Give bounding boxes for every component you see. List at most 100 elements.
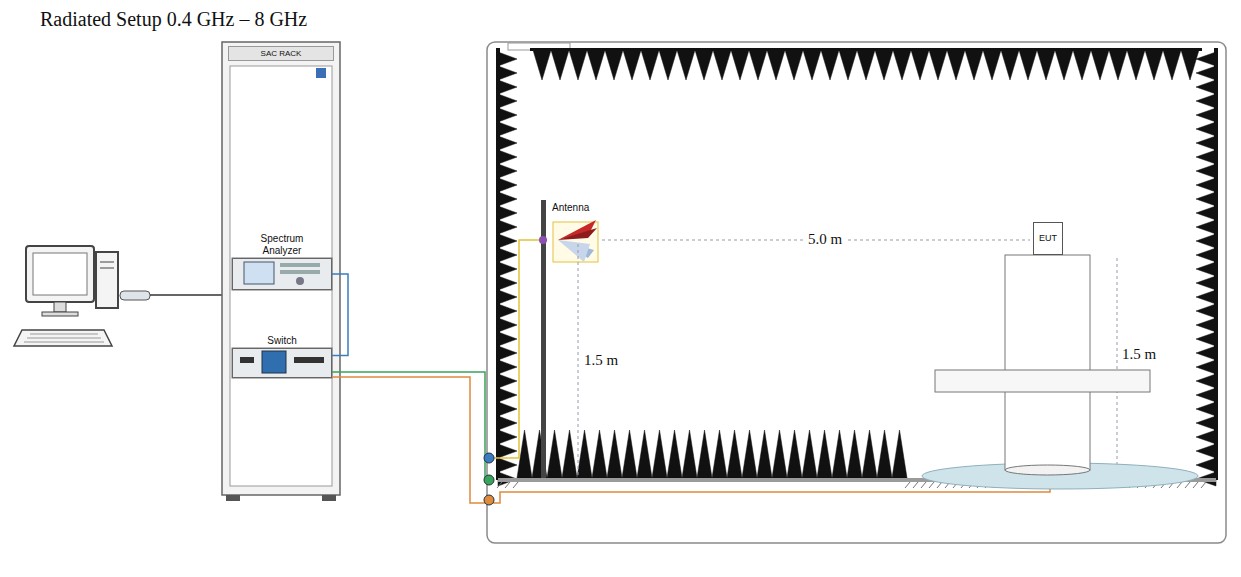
absorber-cone [551,50,569,80]
drive-slot [100,268,114,269]
absorber-base [1214,48,1218,480]
absorber-cone [1073,50,1091,80]
absorber-cone [498,402,517,416]
switch-port [294,357,324,363]
monitor [26,246,94,302]
absorber-cone [767,50,785,80]
absorber-base [496,48,500,480]
absorber-cone [749,50,767,80]
absorber-cone [817,430,832,478]
absorber-cone [1001,50,1019,80]
absorber-cone [569,50,587,80]
absorber-cone [731,50,749,80]
absorber-cone [637,430,652,478]
absorber-cone [1055,50,1073,80]
bulkhead-connector [484,495,494,505]
absorber-cone [787,430,802,478]
absorber-cone [1037,50,1055,80]
hatch-stroke [929,482,934,488]
absorber-cone [498,374,517,388]
absorber-cone [929,50,947,80]
absorber-cone [1196,122,1216,136]
rack [222,42,340,501]
distance-dimension: 5.0 m [805,231,845,248]
hatch-stroke [497,482,502,488]
absorber-cone [1196,276,1216,290]
switch-panel [232,348,332,378]
absorber-cone [498,164,517,178]
absorber-cone [1196,94,1216,108]
absorber-cone [1196,332,1216,346]
control-cable [332,377,1050,503]
absorber-cone [498,346,517,360]
absorber-cone [498,248,517,262]
antenna-element [558,228,597,240]
absorber-cone [547,430,562,478]
absorber-cone [587,50,605,80]
hatch-stroke [921,482,926,488]
absorber-cone [892,430,907,478]
absorber-cone [498,388,517,402]
absorber-base [530,48,1202,51]
absorber-cone [695,50,713,80]
absorber-cone [1196,52,1216,66]
monitor-base [42,312,78,316]
hatch-stroke [513,482,518,488]
absorber-cone [821,50,839,80]
absorber-cone [622,430,637,478]
absorber-cone [697,430,712,478]
absorber-cone [498,304,517,318]
absorber-cone [1196,80,1216,94]
absorber-cone [757,430,772,478]
absorber-cone [607,430,622,478]
turntable [922,463,1198,489]
antenna-label: Antenna [552,202,589,213]
absorber-cone [498,234,517,248]
absorber-cone [875,50,893,80]
absorber-cone [1196,234,1216,248]
diagram-title: Radiated Setup 0.4 GHz – 8 GHz [40,8,307,31]
absorber-cone [498,178,517,192]
absorber-cone [1196,388,1216,402]
absorber-cone [652,430,667,478]
antenna-element [558,220,596,240]
absorber-cones [496,48,1218,486]
rack-foot [226,495,240,501]
absorber-cone [727,430,742,478]
absorber-cone [677,50,695,80]
absorber-cone [562,430,577,478]
absorber-cone [592,430,607,478]
absorber-cone [803,50,821,80]
absorber-cone [498,206,517,220]
absorber-cone [498,136,517,150]
absorber-cone [785,50,803,80]
absorber-cone [1091,50,1109,80]
switch-port [240,357,254,363]
absorber-cone [498,430,517,444]
absorber-cone [911,50,929,80]
table-top [935,370,1150,392]
absorber-cone [1196,416,1216,430]
absorber-cone [605,50,623,80]
hatch-stroke [1201,482,1206,488]
hatch-stroke [1185,482,1190,488]
absorber-cone [1196,164,1216,178]
absorber-cone [893,50,911,80]
absorber-cone [1196,206,1216,220]
absorber-cone [659,50,677,80]
bulkhead-connector [484,453,494,463]
analyzer-panel [232,258,332,290]
drive-slot [100,262,114,263]
antenna-pivot [539,236,547,244]
absorber-cone [965,50,983,80]
rack-header: SAC RACK [228,46,334,61]
absorber-cone [847,430,862,478]
absorber-cone [802,430,817,478]
bulkhead-connector [484,475,494,485]
rack-frame [230,66,332,486]
absorber-cone [1196,290,1216,304]
absorber-cone [1109,50,1127,80]
equipment-rack: SAC RACKSpectrum AnalyzerSwitch [222,42,340,495]
spectrum-analyzer: Spectrum Analyzer [232,258,332,290]
